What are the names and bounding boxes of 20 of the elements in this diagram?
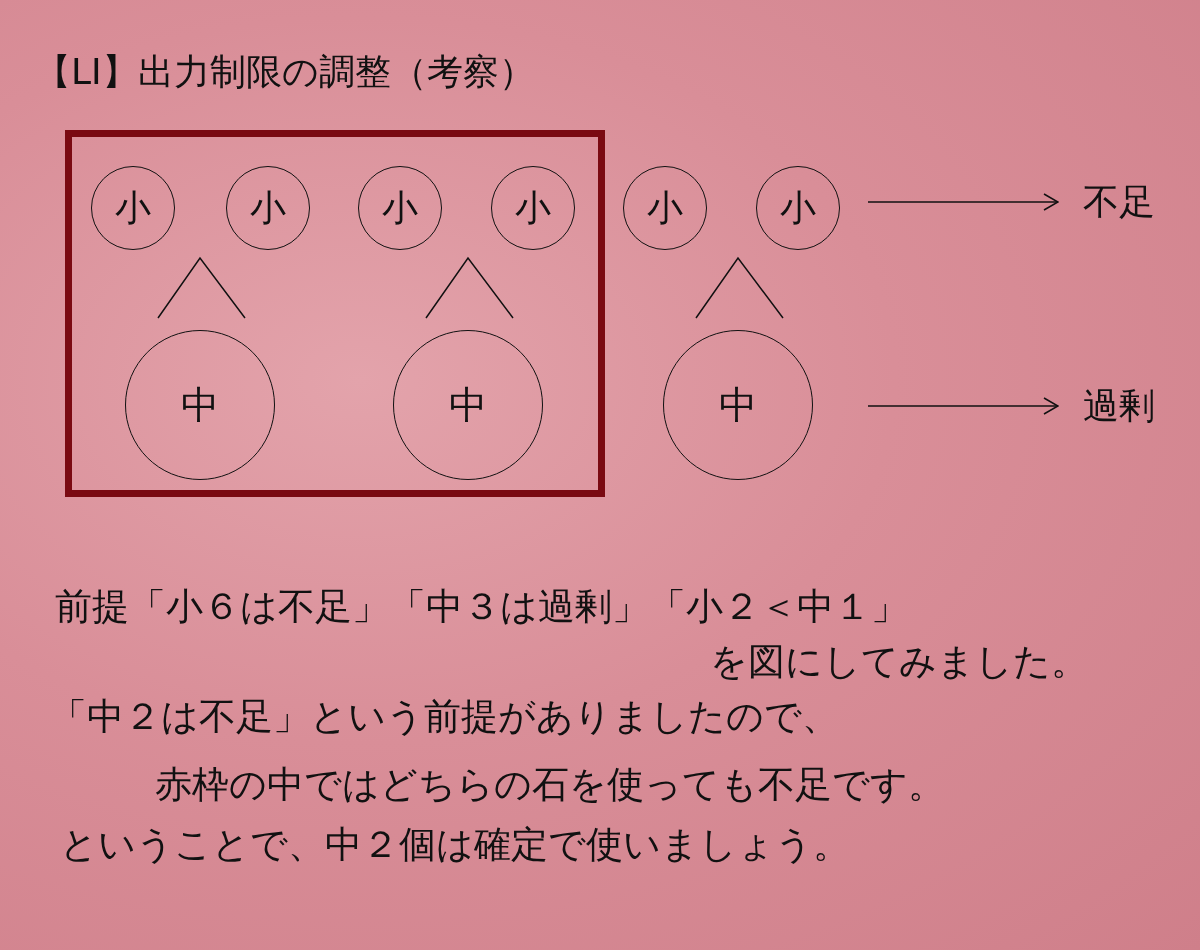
node-text: 中 — [181, 386, 219, 424]
node-text: 中 — [449, 386, 487, 424]
title: 【LI】出力制限の調整（考察） — [35, 50, 535, 94]
note-text: 「中２は不足」という前提がありましたので、 — [50, 695, 839, 740]
node-text: 過剰 — [1083, 388, 1155, 424]
note-text: ということで、中２個は確定で使いましょう。 — [60, 823, 850, 868]
arrow — [867, 397, 1059, 415]
node-text: 不足 — [1083, 184, 1155, 220]
note-text: を図にしてみました。 — [710, 640, 1088, 685]
node-text: 小 — [250, 190, 286, 226]
node-text: 小 — [115, 190, 151, 226]
node-text: 小 — [382, 190, 418, 226]
arrow — [867, 193, 1059, 211]
frame-box — [65, 130, 605, 497]
node-text: 小 — [515, 190, 551, 226]
note-text: 前提「小６は不足」「中３は過剰」「小２＜中１」 — [55, 585, 908, 630]
note-text: 赤枠の中ではどちらの石を使っても不足です。 — [155, 763, 945, 808]
node-text: 中 — [719, 386, 757, 424]
node-text: 小 — [780, 190, 816, 226]
node-text: 小 — [647, 190, 683, 226]
